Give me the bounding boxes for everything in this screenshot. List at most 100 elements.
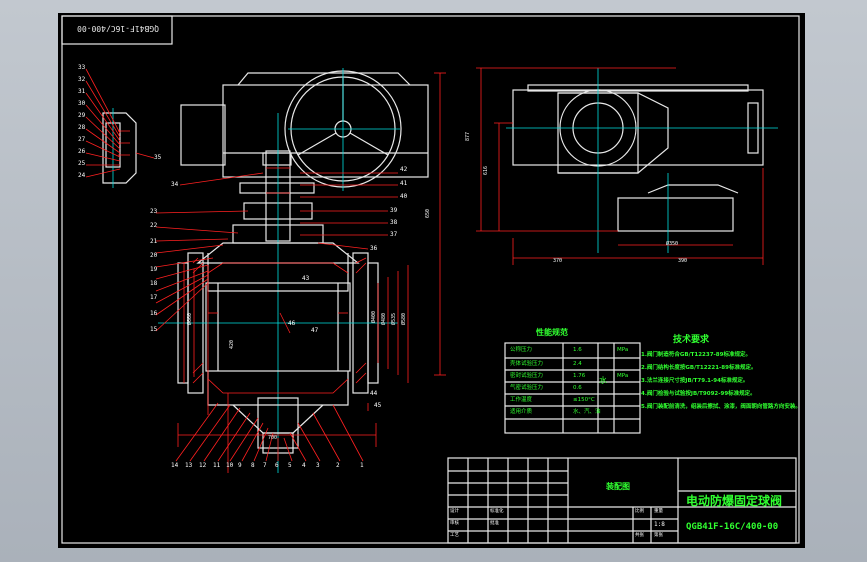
dim-700: 700 xyxy=(268,435,278,441)
drawing-sheet[interactable]: QGB41F-16C/400-00 xyxy=(58,13,805,548)
perf-cell-value: 0.6 xyxy=(573,385,582,391)
balloon-bottom: 6 xyxy=(275,462,279,469)
title-block-cell: 批准 xyxy=(490,521,499,526)
drawing-title: 电动防爆固定球阀 xyxy=(686,494,783,508)
perf-cell-name: 工作温度 xyxy=(510,397,533,403)
balloon-bottom: 4 xyxy=(302,462,306,469)
perf-merged-unit: 水 xyxy=(599,376,607,385)
dim-phi580: Ø580 xyxy=(401,312,407,325)
title-block-cell: 重量 xyxy=(654,509,663,514)
perf-cell-value: 2.4 xyxy=(573,361,582,367)
dim-phi480: Ø480 xyxy=(381,312,387,325)
tech-req-item: 3.法兰连接尺寸按JB/T79.1-94标准规定。 xyxy=(641,378,749,384)
dim-390: 390 xyxy=(678,258,688,264)
perf-cell-value: ≤150°C xyxy=(573,397,595,403)
title-block-cell: 共张 xyxy=(635,533,644,538)
balloon-left: 29 xyxy=(78,112,86,119)
balloon-mid-left: 21 xyxy=(150,238,158,245)
side-dimensions xyxy=(476,67,764,265)
balloon-mid-left: 15 xyxy=(150,326,158,333)
balloon-left: 26 xyxy=(78,148,86,155)
balloon-mid-left: 20 xyxy=(150,252,158,259)
dim-phi660: Ø660 xyxy=(187,312,193,325)
tech-req-item: 2.阀门结构长度按GB/T12221-89标准规定。 xyxy=(641,365,757,371)
title-block-cell: 设计 xyxy=(450,509,459,514)
balloon-mid-left: 17 xyxy=(150,294,158,301)
sheet-border xyxy=(61,15,800,544)
balloon-right: 38 xyxy=(390,219,398,226)
leaders-bottom xyxy=(175,402,364,462)
front-view xyxy=(158,68,429,473)
leaders-left xyxy=(85,68,264,186)
balloon-45: 45 xyxy=(374,402,382,409)
balloon-mid-left: 22 xyxy=(150,222,158,229)
scale-value: 1:8 xyxy=(654,521,665,528)
dim-phi535: Ø535 xyxy=(391,312,397,325)
balloon-35: 35 xyxy=(154,154,162,161)
actuator-body xyxy=(222,84,429,178)
dim-616: 616 xyxy=(483,165,489,175)
title-block-cell: 审核 xyxy=(450,521,459,526)
tech-req-item: 5.阀门装配前清洗，组装后擦拭、涂漆，阀面朝向管路方向安装。 xyxy=(641,404,801,410)
title-block-cell: 工艺 xyxy=(450,533,459,538)
perf-cell-name: 密封试验压力 xyxy=(510,373,544,379)
dim-370: 370 xyxy=(553,258,563,264)
tech-req-item: 4.阀门检验与试验按JB/T9092-99标准规定。 xyxy=(641,391,756,397)
perf-cell-value: 水、汽、油 xyxy=(573,409,601,415)
assembly-label: 装配图 xyxy=(606,482,630,491)
balloon-bottom: 12 xyxy=(199,462,207,469)
balloon-23: 23 xyxy=(150,208,158,215)
dim-phi350: Ø350 xyxy=(666,241,679,247)
balloon-right: 36 xyxy=(370,245,378,252)
balloon-bottom: 14 xyxy=(171,462,179,469)
balloon-right: 42 xyxy=(400,166,408,173)
side-view xyxy=(506,68,778,253)
balloon-left: 27 xyxy=(78,136,86,143)
leaders-mid-left xyxy=(155,210,249,332)
balloon-left: 24 xyxy=(78,172,86,179)
perf-cell-value: 1.76 xyxy=(573,373,586,379)
front-dimensions xyxy=(177,72,446,473)
balloon-left: 31 xyxy=(78,88,86,95)
balloon-bottom: 5 xyxy=(288,462,292,469)
balloon-right: 39 xyxy=(390,207,398,214)
balloon-mid-left: 19 xyxy=(150,266,158,273)
balloon-bottom: 13 xyxy=(185,462,193,469)
tech-req-title: 技术要求 xyxy=(673,335,710,345)
balloon-47: 47 xyxy=(311,327,319,334)
leaders-right xyxy=(300,172,398,250)
balloon-mid-left: 18 xyxy=(150,280,158,287)
balloon-left: 28 xyxy=(78,124,86,131)
perf-cell-name: 壳体试验压力 xyxy=(510,361,544,367)
perf-cell-unit: MPa xyxy=(617,347,629,353)
balloon-bottom: 7 xyxy=(263,462,267,469)
dim-650: 650 xyxy=(425,208,431,218)
title-block-cell: 标准化 xyxy=(490,509,504,514)
drawing-number: QGB41F-16C/400-00 xyxy=(686,522,779,532)
perf-cell-unit: MPa xyxy=(617,373,629,379)
perf-table-title: 性能规范 xyxy=(536,328,568,337)
balloon-46: 46 xyxy=(288,320,296,327)
balloon-bottom: 11 xyxy=(213,462,221,469)
balloon-left: 33 xyxy=(78,64,86,71)
balloon-right: 40 xyxy=(400,193,408,200)
balloon-44: 44 xyxy=(370,390,378,397)
dim-phi400: Ø400 xyxy=(371,310,377,323)
balloon-bottom: 1 xyxy=(360,462,364,469)
title-block-cell: 第张 xyxy=(654,533,663,538)
drawing-number-rotated: QGB41F-16C/400-00 xyxy=(77,24,159,33)
balloon-bottom: 9 xyxy=(238,462,242,469)
perf-cell-name: 公称压力 xyxy=(510,347,533,353)
valve-bore xyxy=(205,282,351,372)
balloon-right: 41 xyxy=(400,180,408,187)
balloon-left: 32 xyxy=(78,76,86,83)
balloon-left: 30 xyxy=(78,100,86,107)
actuator-motor xyxy=(180,104,226,166)
tech-req-item: 1.阀门制造符合GB/T12237-89标准规定。 xyxy=(641,352,751,358)
perf-cell-name: 气密试验压力 xyxy=(510,385,544,391)
balloon-left: 25 xyxy=(78,160,86,167)
balloon-34: 34 xyxy=(171,181,179,188)
dim-877: 877 xyxy=(465,131,471,141)
perf-cell-name: 适用介质 xyxy=(510,409,533,415)
